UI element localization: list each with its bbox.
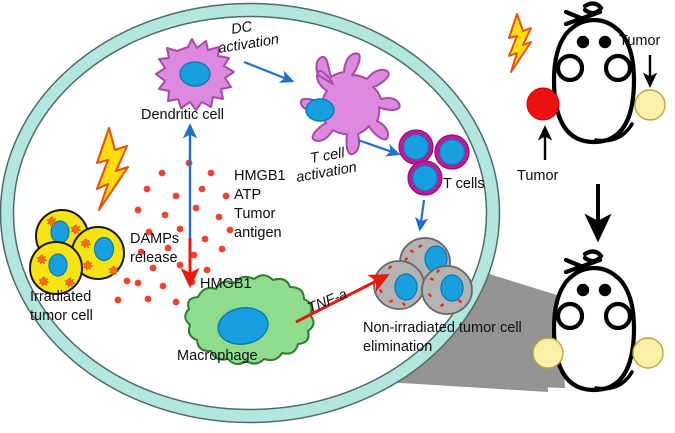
label-irradiated-line1: Irradiated [30, 289, 91, 305]
t-cells [398, 129, 470, 196]
arrow-tnf-alpha [295, 274, 390, 324]
arrow-tcells-to-tumor [415, 199, 429, 232]
label-tumor-left-bottom: Tumor [517, 168, 559, 184]
mouse-bottom [551, 249, 637, 393]
mouse-top-eyes [576, 35, 612, 49]
mouse-bottom-left-tumor [532, 337, 564, 369]
label-damps-line2: release [130, 250, 178, 266]
label-hmgb1: HMGB1 [234, 168, 286, 184]
macrophage-cell [184, 274, 315, 365]
mouse-top-distant-tumor [634, 89, 666, 121]
lightning-bolt-icon-mouse [508, 13, 532, 73]
mouse-top [551, 1, 637, 145]
label-tumor-right-top: Tumor [619, 33, 661, 49]
label-irradiated-line2: tumor cell [30, 308, 93, 324]
label-tumor-antigen-line1: Tumor [234, 206, 276, 222]
label-non-irradiated-line1: Non-irradiated tumor cell [363, 320, 522, 336]
label-tumor-antigen-line2: antigen [234, 225, 282, 241]
arrow-tcell-activation [357, 138, 401, 157]
label-dendritic-cell: Dendritic cell [141, 107, 224, 123]
mouse-bottom-eyes [576, 283, 612, 297]
label-tcell-activation-line1: T cell [309, 145, 347, 167]
arrow-dc-activation [243, 60, 295, 83]
mouse-bottom-right-tumor [632, 337, 664, 369]
label-hmgb1-macrophage: HMGB1 [200, 276, 252, 292]
label-macrophage: Macrophage [177, 348, 258, 364]
lightning-bolt-icon [95, 126, 130, 212]
mouse-top-irradiated-tumor [526, 87, 560, 121]
label-damps-line1: DAMPs [130, 231, 179, 247]
dendritic-cell-immature [155, 38, 235, 111]
irradiated-tumor-cells [29, 209, 125, 295]
damp-molecule-dots [114, 159, 234, 306]
label-atp: ATP [234, 187, 261, 203]
label-t-cells: T cells [443, 176, 485, 192]
label-dc-activation-line1: DC [230, 19, 254, 38]
label-non-irradiated-line2: elimination [363, 339, 432, 355]
dendritic-cell-mature [299, 52, 401, 156]
